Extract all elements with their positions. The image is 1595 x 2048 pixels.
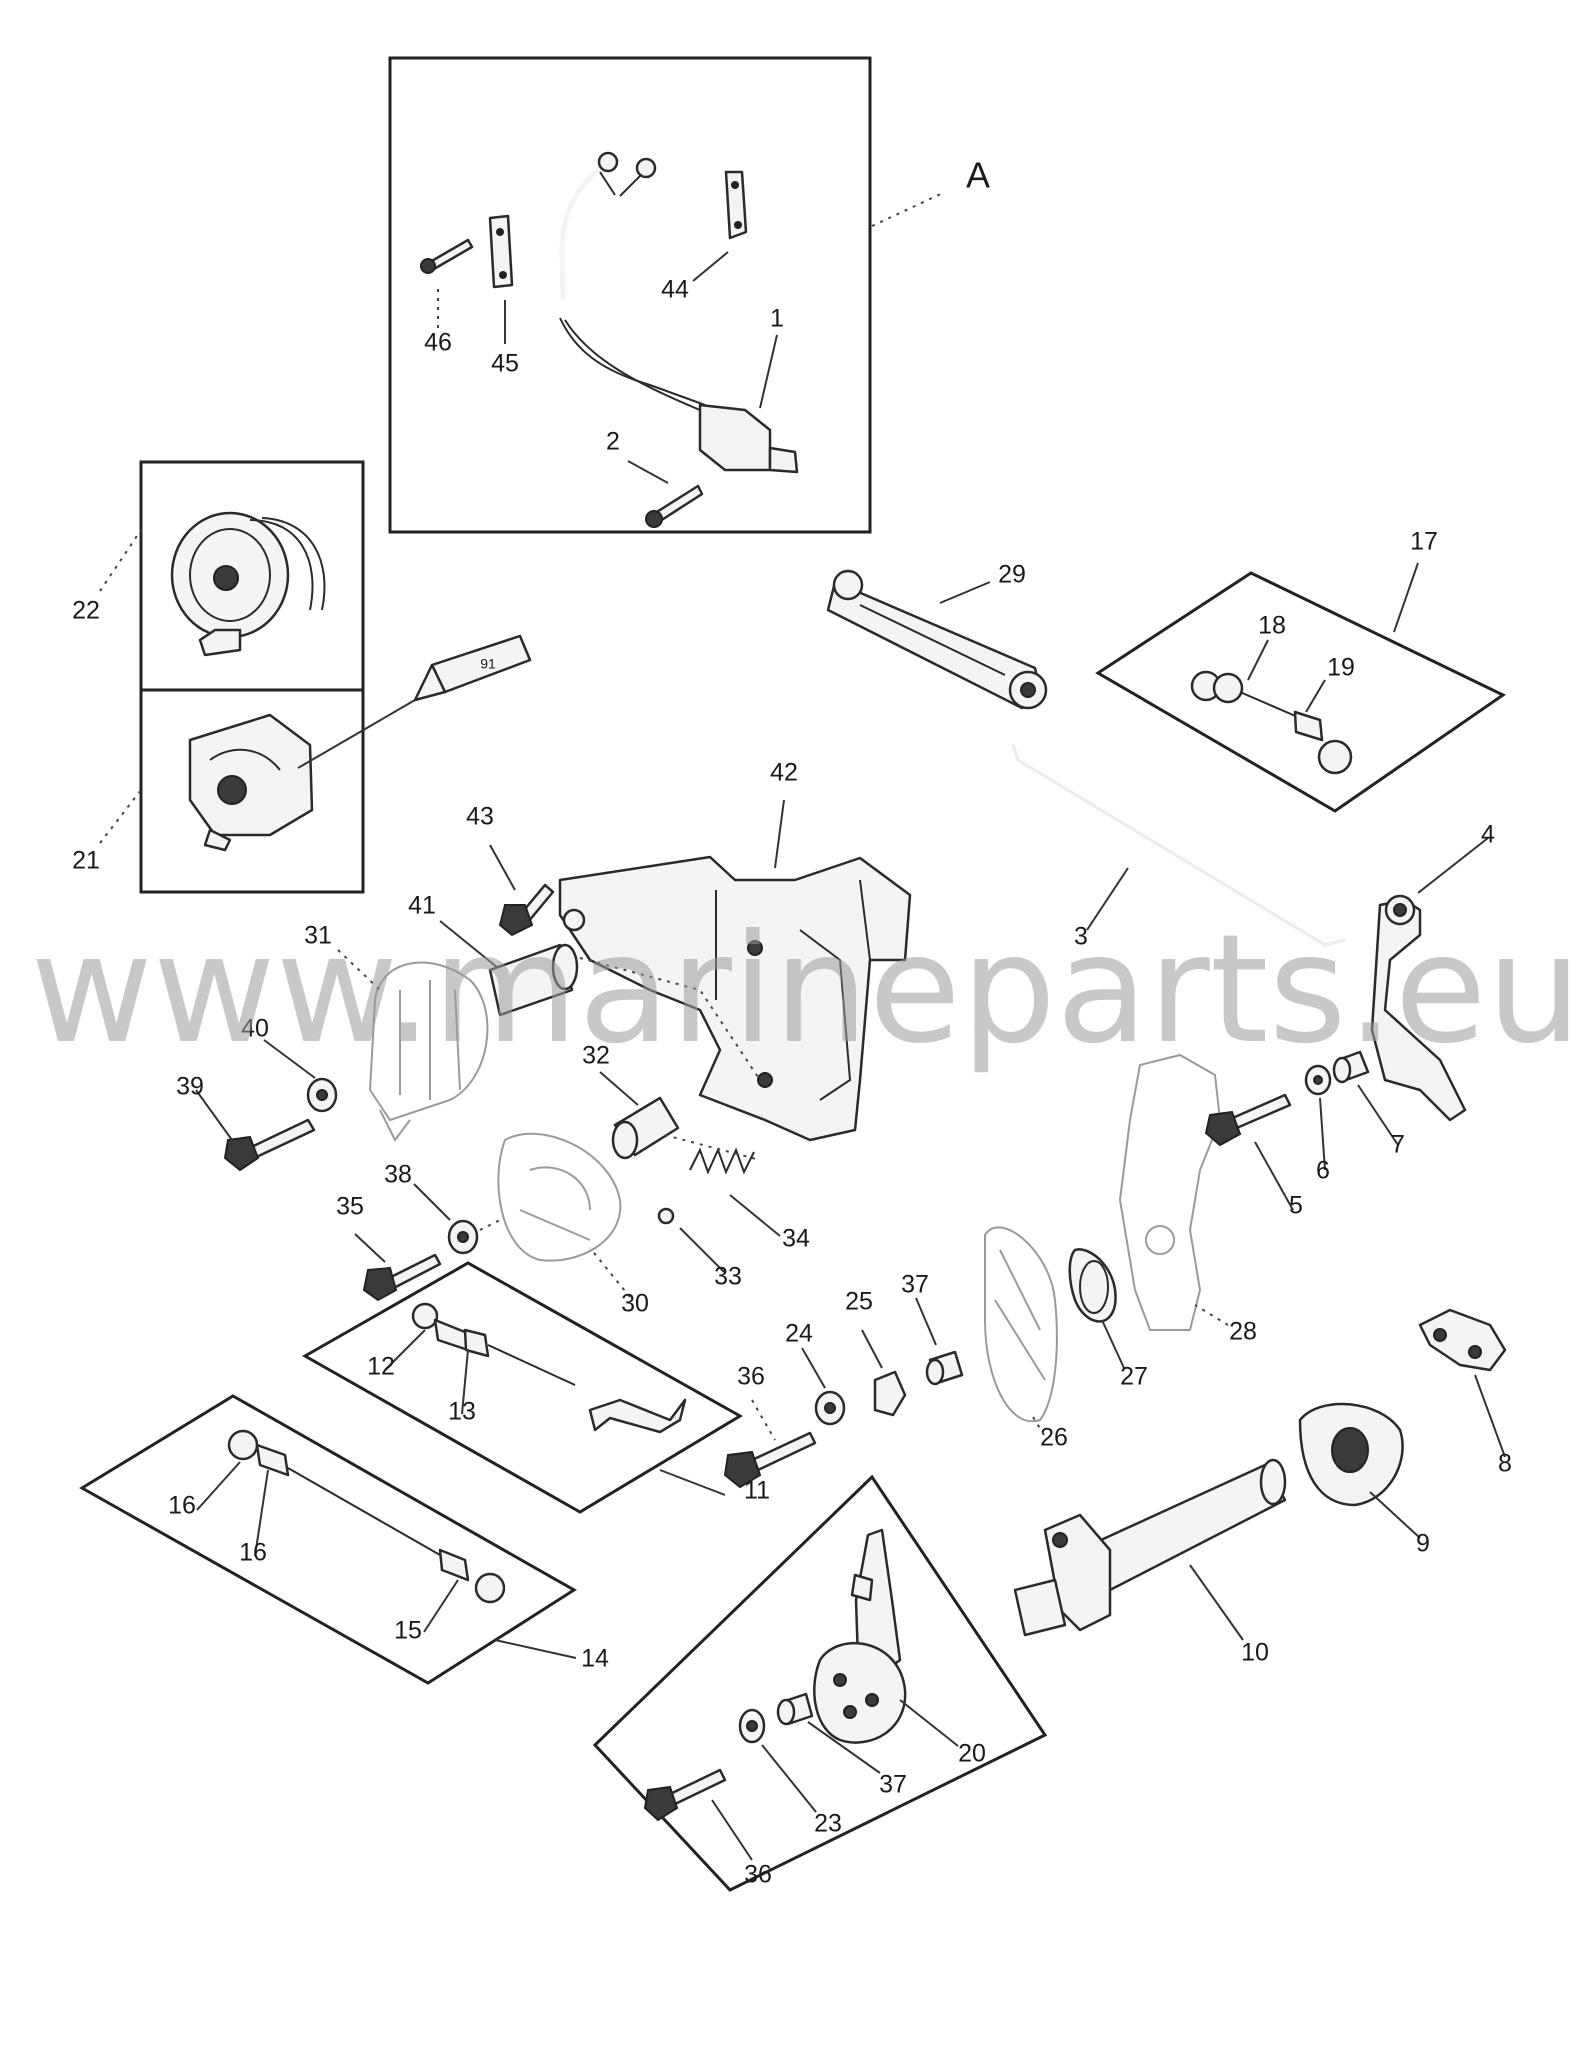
parts-28-5-6-7 bbox=[1118, 1050, 1399, 1331]
callout-9: 9 bbox=[1416, 1530, 1430, 1558]
parts-36-24-25-37-row bbox=[723, 1297, 964, 1489]
panel-housing-options: 91 bbox=[99, 460, 532, 894]
callout-46: 46 bbox=[424, 329, 452, 357]
callout-31: 31 bbox=[304, 922, 332, 950]
callout-a: A bbox=[966, 155, 990, 196]
callout-37b: 37 bbox=[879, 1771, 907, 1799]
callout-labels: A 1 2 3 4 5 6 7 8 9 10 11 12 13 14 15 16… bbox=[72, 155, 1512, 1889]
callout-43: 43 bbox=[466, 803, 494, 831]
callout-26: 26 bbox=[1040, 1424, 1068, 1452]
parts-32-33-34 bbox=[599, 1071, 781, 1273]
callout-17: 17 bbox=[1410, 528, 1438, 556]
callout-12: 12 bbox=[367, 1353, 395, 1381]
callout-30: 30 bbox=[621, 1290, 649, 1318]
callout-32: 32 bbox=[582, 1042, 610, 1070]
panel-14-long-link-rod bbox=[79, 1394, 577, 1685]
callout-5: 5 bbox=[1289, 1192, 1303, 1220]
callout-42: 42 bbox=[770, 759, 798, 787]
part-31-housing bbox=[337, 949, 489, 1142]
callout-14: 14 bbox=[581, 1645, 609, 1673]
callout-3: 3 bbox=[1074, 923, 1088, 951]
callout-4: 4 bbox=[1481, 821, 1495, 849]
panel-a-switch-assembly bbox=[388, 56, 946, 534]
part-41-spacer bbox=[439, 920, 761, 1081]
part-43-bolt bbox=[489, 844, 555, 937]
callout-2: 2 bbox=[606, 428, 620, 456]
callout-36a: 36 bbox=[737, 1363, 765, 1391]
callout-41: 41 bbox=[408, 892, 436, 920]
callout-33: 33 bbox=[714, 1263, 742, 1291]
callout-39: 39 bbox=[176, 1073, 204, 1101]
callout-44: 44 bbox=[661, 276, 689, 304]
callout-25: 25 bbox=[845, 1288, 873, 1316]
callout-24: 24 bbox=[785, 1320, 813, 1348]
part-30-housing bbox=[497, 1132, 631, 1298]
callout-40: 40 bbox=[241, 1015, 269, 1043]
callout-16b: 16 bbox=[239, 1539, 267, 1567]
callout-7: 7 bbox=[1391, 1131, 1405, 1159]
callout-37a: 37 bbox=[901, 1271, 929, 1299]
callout-8: 8 bbox=[1498, 1450, 1512, 1478]
panel-11-link-rod bbox=[301, 1261, 743, 1514]
part-9-bushing bbox=[1298, 1402, 1421, 1539]
callout-34: 34 bbox=[782, 1225, 810, 1253]
panel-17-link-rod bbox=[1095, 562, 1506, 813]
callout-23: 23 bbox=[814, 1810, 842, 1838]
callout-28: 28 bbox=[1229, 1318, 1257, 1346]
callout-6: 6 bbox=[1316, 1157, 1330, 1185]
part-29-link-arm bbox=[826, 569, 1048, 710]
panel-20-lever-assembly bbox=[592, 1474, 1048, 1892]
part-8-clamp bbox=[1418, 1308, 1507, 1458]
parts-3-4-rod-and-lever bbox=[1012, 744, 1489, 1122]
callout-15: 15 bbox=[394, 1617, 422, 1645]
callout-27: 27 bbox=[1120, 1363, 1148, 1391]
tube-label: 91 bbox=[480, 656, 496, 672]
callout-29: 29 bbox=[998, 561, 1026, 589]
callout-16a: 16 bbox=[168, 1492, 196, 1520]
callout-22: 22 bbox=[72, 597, 100, 625]
parts-39-40-bolt-washer bbox=[195, 1039, 338, 1172]
callout-38: 38 bbox=[384, 1161, 412, 1189]
callout-36b: 36 bbox=[744, 1861, 772, 1889]
callout-1: 1 bbox=[770, 305, 784, 333]
part-42-bracket bbox=[558, 799, 912, 1142]
parts-35-38-bolt-washer bbox=[354, 1183, 501, 1302]
callout-20: 20 bbox=[958, 1740, 986, 1768]
watermark: www.marineparts.eu bbox=[30, 903, 1582, 1077]
callout-18: 18 bbox=[1258, 612, 1286, 640]
part-10-shaft bbox=[1013, 1458, 1287, 1641]
callout-19: 19 bbox=[1327, 654, 1355, 682]
callout-13: 13 bbox=[448, 1398, 476, 1426]
callout-10: 10 bbox=[1241, 1639, 1269, 1667]
parts-26-27 bbox=[984, 1226, 1125, 1436]
callout-21: 21 bbox=[72, 847, 100, 875]
callout-35: 35 bbox=[336, 1193, 364, 1221]
callout-11: 11 bbox=[744, 1477, 770, 1505]
callout-45: 45 bbox=[491, 350, 519, 378]
